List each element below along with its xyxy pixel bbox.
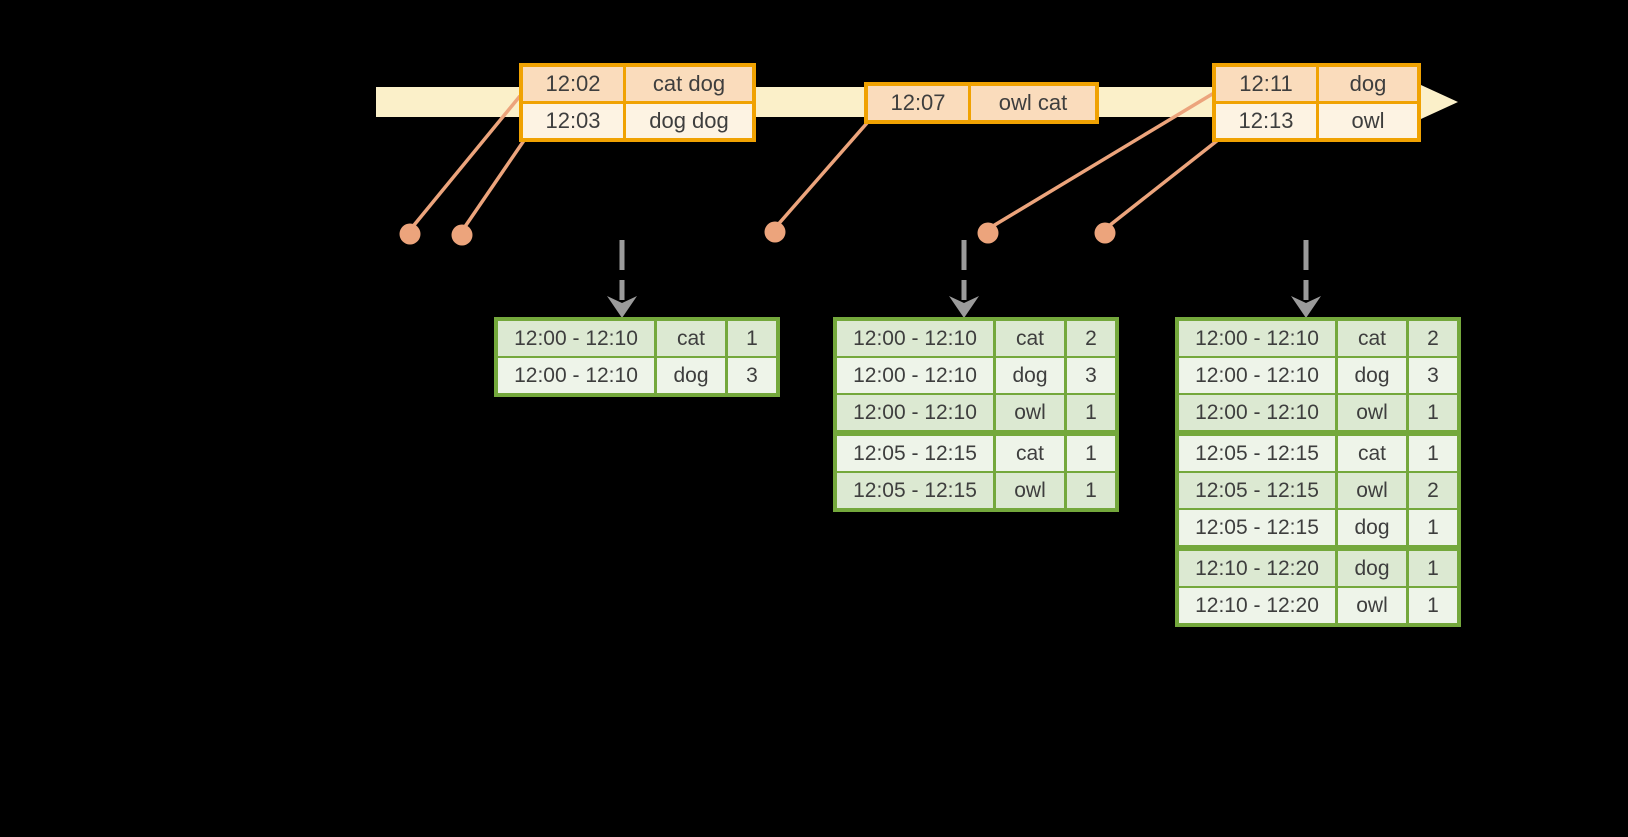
- word-cell: owl: [993, 393, 1067, 434]
- time-cell: 12:11: [1212, 63, 1319, 104]
- word-cell: owl: [993, 471, 1067, 511]
- trigger-arrow-head: [607, 296, 637, 318]
- time-cell: 12:07: [864, 82, 971, 124]
- count-cell: 3: [725, 356, 779, 396]
- words-cell: owl cat: [968, 82, 1099, 124]
- count-cell: 1: [725, 318, 779, 358]
- window-cell: 12:00 - 12:10: [495, 356, 657, 396]
- time-cell: 12:02: [519, 63, 626, 104]
- count-cell: 1: [1406, 430, 1460, 473]
- event-dot: [451, 224, 473, 246]
- window-cell: 12:05 - 12:15: [1176, 508, 1338, 549]
- window-cell: 12:10 - 12:20: [1176, 586, 1338, 626]
- event-connector-line: [460, 138, 527, 232]
- count-cell: 1: [1406, 508, 1460, 549]
- word-cell: cat: [1335, 430, 1409, 473]
- words-cell: cat dog: [623, 63, 756, 104]
- count-cell: 1: [1406, 393, 1460, 434]
- word-cell: cat: [654, 318, 728, 358]
- event-connector-line: [773, 121, 869, 230]
- trigger-arrow-lines: [619, 240, 1309, 300]
- window-cell: 12:05 - 12:15: [1176, 471, 1338, 510]
- window-cell: 12:05 - 12:15: [834, 471, 996, 511]
- word-cell: cat: [993, 318, 1067, 358]
- window-cell: 12:00 - 12:10: [834, 393, 996, 434]
- word-cell: dog: [993, 356, 1067, 395]
- words-cell: dog dog: [623, 101, 756, 142]
- event-dots: [399, 221, 1116, 246]
- window-cell: 12:00 - 12:10: [495, 318, 657, 358]
- window-cell: 12:00 - 12:10: [1176, 356, 1338, 395]
- event-dot: [764, 221, 786, 243]
- word-cell: owl: [1335, 471, 1409, 510]
- event-dot: [399, 223, 421, 245]
- count-cell: 3: [1064, 356, 1118, 395]
- window-cell: 12:00 - 12:10: [1176, 318, 1338, 358]
- word-cell: owl: [1335, 586, 1409, 626]
- time-cell: 12:03: [519, 101, 626, 142]
- count-cell: 1: [1064, 393, 1118, 434]
- trigger-arrow-head: [1291, 296, 1321, 318]
- word-cell: dog: [1335, 356, 1409, 395]
- event-connector-line: [1103, 138, 1220, 231]
- window-cell: 12:00 - 12:10: [834, 356, 996, 395]
- word-cell: cat: [993, 430, 1067, 473]
- count-cell: 1: [1406, 545, 1460, 588]
- trigger-arrow-head: [949, 296, 979, 318]
- event-dot: [977, 222, 999, 244]
- word-cell: dog: [1335, 545, 1409, 588]
- count-cell: 1: [1064, 471, 1118, 511]
- window-cell: 12:00 - 12:10: [1176, 393, 1338, 434]
- count-cell: 2: [1406, 318, 1460, 358]
- word-cell: dog: [1335, 508, 1409, 549]
- count-cell: 2: [1064, 318, 1118, 358]
- word-cell: dog: [654, 356, 728, 396]
- window-cell: 12:05 - 12:15: [834, 430, 996, 473]
- window-cell: 12:00 - 12:10: [834, 318, 996, 358]
- trigger-arrow-heads: [607, 296, 1321, 318]
- words-cell: owl: [1316, 101, 1421, 142]
- words-cell: dog: [1316, 63, 1421, 104]
- window-cell: 12:05 - 12:15: [1176, 430, 1338, 473]
- count-cell: 1: [1064, 430, 1118, 473]
- count-cell: 1: [1406, 586, 1460, 626]
- count-cell: 3: [1406, 356, 1460, 395]
- word-cell: cat: [1335, 318, 1409, 358]
- event-dot: [1094, 222, 1116, 244]
- word-cell: owl: [1335, 393, 1409, 434]
- count-cell: 2: [1406, 471, 1460, 510]
- window-cell: 12:10 - 12:20: [1176, 545, 1338, 588]
- time-cell: 12:13: [1212, 101, 1319, 142]
